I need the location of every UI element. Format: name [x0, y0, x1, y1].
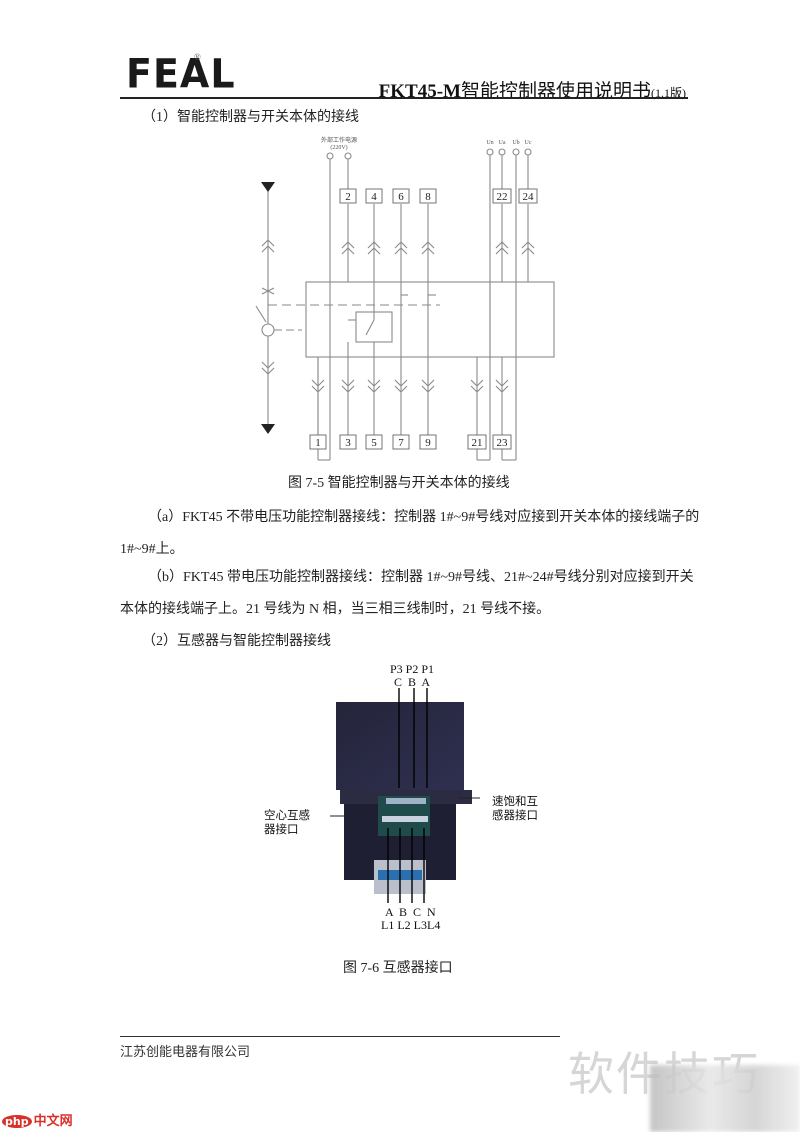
document-title: FKT45-M智能控制器使用说明书(1.1版) [379, 76, 686, 103]
watermark-blur [650, 1065, 800, 1132]
company-name: 江苏创能电器有限公司 [120, 1044, 251, 1059]
section-1-heading: （1）智能控制器与开关本体的接线 [142, 110, 359, 125]
terminal-8: 8 [425, 191, 431, 203]
title-version: (1.1版) [651, 86, 686, 100]
terminal-24: 24 [523, 191, 535, 203]
paragraph-a: （a）FKT45 不带电压功能控制器接线：控制器 1#~9#号线对应接到开关本体… [120, 510, 700, 557]
php-badge-icon: php [2, 1115, 32, 1128]
p-labels-top: P3 P2 P1 [390, 662, 435, 676]
terminal-21: 21 [472, 437, 483, 449]
terminal-9: 9 [425, 437, 431, 449]
phase-labels-top: C B A [394, 675, 431, 689]
saturable-ct-callout: 速饱和互 感器接口 [492, 794, 538, 822]
figure-7-6-caption: 图 7-6 互感器接口 [343, 961, 453, 976]
terminal-4: 4 [371, 191, 377, 203]
footer-divider [120, 1036, 560, 1037]
terminal-6: 6 [398, 191, 404, 203]
terminal-22: 22 [497, 191, 508, 203]
header-divider [120, 97, 688, 99]
ext-power-label: 外部工作电源 [321, 136, 357, 144]
title-model: FKT45-M [378, 81, 461, 102]
voltage-uc: Uc [525, 140, 532, 146]
brand-logo: FEAL [126, 50, 236, 98]
ext-power-voltage: (220V) [330, 144, 347, 151]
terminal-5: 5 [371, 437, 377, 449]
voltage-ub: Ub [512, 140, 519, 146]
transformer-interface-photo [330, 688, 480, 903]
wiring-diagram: 2 4 6 8 22 24 1 3 5 7 9 21 23 外部工作电源 (22… [255, 136, 555, 461]
figure-7-5-caption: 图 7-5 智能控制器与开关本体的接线 [288, 476, 510, 491]
l-labels-bottom: L1 L2 L3L4 [381, 918, 441, 932]
paragraph-b: （b）FKT45 带电压功能控制器接线：控制器 1#~9#号线、21#~24#号… [120, 570, 694, 617]
air-core-ct-callout: 空心互感 器接口 [264, 808, 310, 836]
title-text: 智能控制器使用说明书 [460, 81, 651, 102]
terminal-7: 7 [398, 437, 404, 449]
terminal-23: 23 [497, 437, 509, 449]
registered-mark: ® [194, 52, 201, 62]
section-2-heading: （2）互感器与智能控制器接线 [142, 634, 331, 649]
terminal-2: 2 [345, 191, 351, 203]
voltage-un: Un [486, 140, 493, 146]
voltage-ua: Ua [499, 140, 506, 146]
terminal-3: 3 [345, 437, 351, 449]
phase-labels-bottom: A B C N [385, 905, 436, 919]
terminal-1: 1 [315, 437, 321, 449]
